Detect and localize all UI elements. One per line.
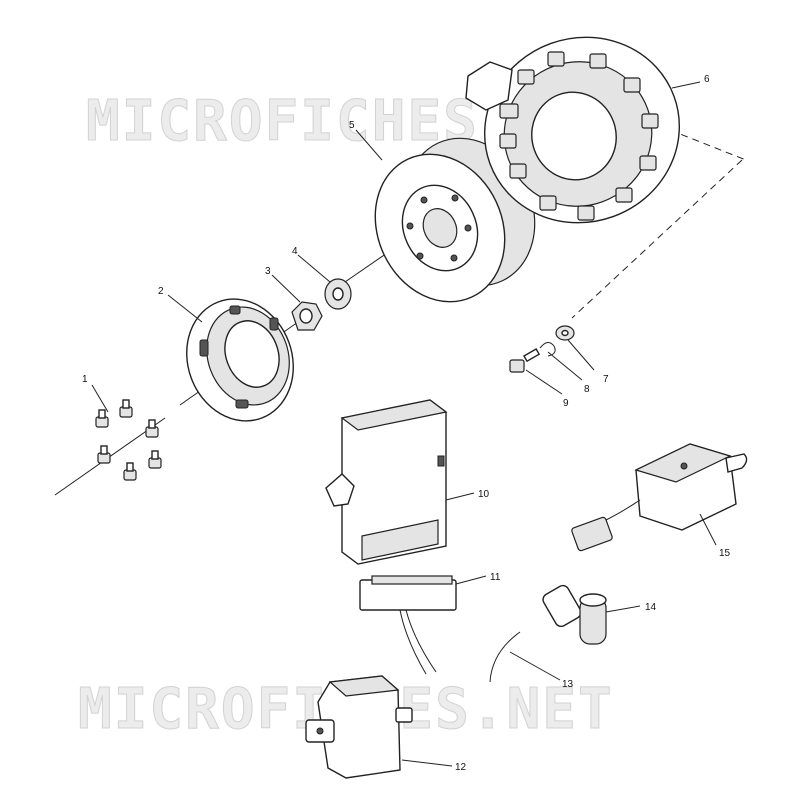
starter-cup-icon (186, 298, 294, 422)
stator-icon (465, 36, 681, 224)
callout-9: 9 (563, 398, 569, 409)
callout-8: 8 (584, 384, 590, 395)
cdi-module-icon (325, 399, 448, 565)
hex-nut-icon (291, 301, 323, 331)
callout-leaders (91, 81, 717, 767)
callout-5: 5 (349, 120, 355, 131)
callout-12: 12 (455, 762, 467, 773)
spark-plug-cap-icon (542, 584, 607, 645)
washer-icon (324, 278, 352, 310)
callout-7: 7 (603, 374, 609, 385)
spark-plug-wire-icon (489, 631, 521, 683)
connector-icon (359, 575, 457, 675)
callout-6: 6 (704, 74, 710, 85)
callout-15: 15 (719, 548, 731, 559)
callout-3: 3 (265, 266, 271, 277)
callout-4: 4 (292, 246, 298, 257)
callout-14: 14 (645, 602, 657, 613)
callout-1: 1 (82, 374, 88, 385)
callout-10: 10 (478, 489, 490, 500)
callout-labels: 1 2 3 4 5 6 7 8 9 10 11 12 13 14 15 (82, 74, 731, 773)
lock-washer-icon (539, 342, 556, 357)
screw-icon (509, 348, 541, 373)
bolt-icon (95, 399, 162, 481)
flywheel-icon (374, 137, 536, 303)
callout-11: 11 (490, 572, 501, 583)
regulator-icon (571, 443, 748, 552)
callout-13: 13 (562, 679, 574, 690)
callout-2: 2 (158, 286, 164, 297)
ignition-coil-icon (305, 675, 413, 779)
washer-icon (555, 325, 575, 341)
